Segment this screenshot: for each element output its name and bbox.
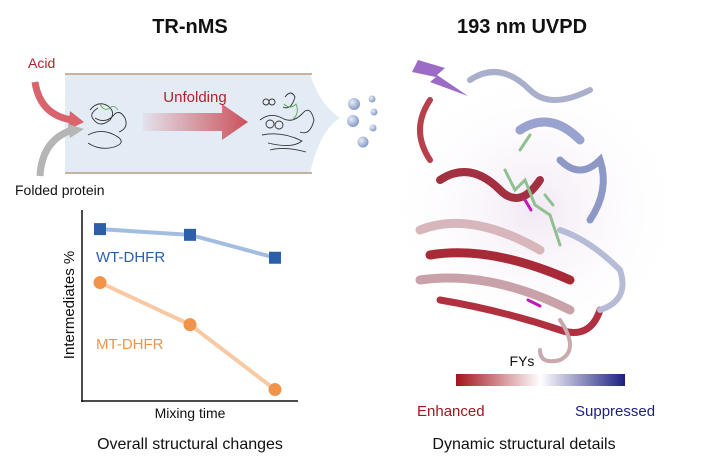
lightning-icon — [412, 60, 468, 96]
folded-protein-label: Folded protein — [15, 182, 105, 198]
unfolding-protein-structure — [259, 92, 315, 153]
wt-data-point — [269, 251, 281, 264]
right-caption: Dynamic structural details — [432, 436, 615, 453]
folded-protein-structure — [87, 103, 127, 149]
folded-arrow — [36, 126, 74, 177]
wt-data-point — [94, 223, 106, 236]
mt-data-point — [183, 318, 197, 332]
left-caption: Overall structural changes — [97, 436, 283, 453]
folded-arrow-head — [68, 124, 84, 138]
colorbar-label: FYs — [510, 353, 535, 369]
mt-data-point — [93, 276, 107, 290]
intermediates-plot: Intermediates % Mixing time WT-DHFR MT-D… — [61, 210, 298, 421]
mt-data-point — [268, 383, 282, 397]
right-title: 193 nm UVPD — [457, 16, 587, 38]
protein-ribbon-structure — [415, 69, 626, 364]
acid-label: Acid — [28, 55, 55, 71]
left-title: TR-nMS — [152, 16, 228, 38]
suppressed-label: Suppressed — [575, 403, 655, 420]
mt-series-label: MT-DHFR — [96, 336, 164, 353]
wt-data-point — [184, 228, 196, 241]
unfolding-arrow — [143, 104, 248, 140]
ion-droplets — [347, 95, 378, 148]
fys-colorbar — [456, 374, 625, 386]
unfolding-label: Unfolding — [163, 89, 226, 106]
acid-arrow — [31, 81, 73, 124]
wt-series-label: WT-DHFR — [96, 249, 165, 266]
x-axis-label: Mixing time — [155, 405, 226, 421]
enhanced-label: Enhanced — [417, 403, 485, 420]
glow-background — [385, 70, 685, 350]
y-axis-label: Intermediates % — [61, 251, 78, 359]
